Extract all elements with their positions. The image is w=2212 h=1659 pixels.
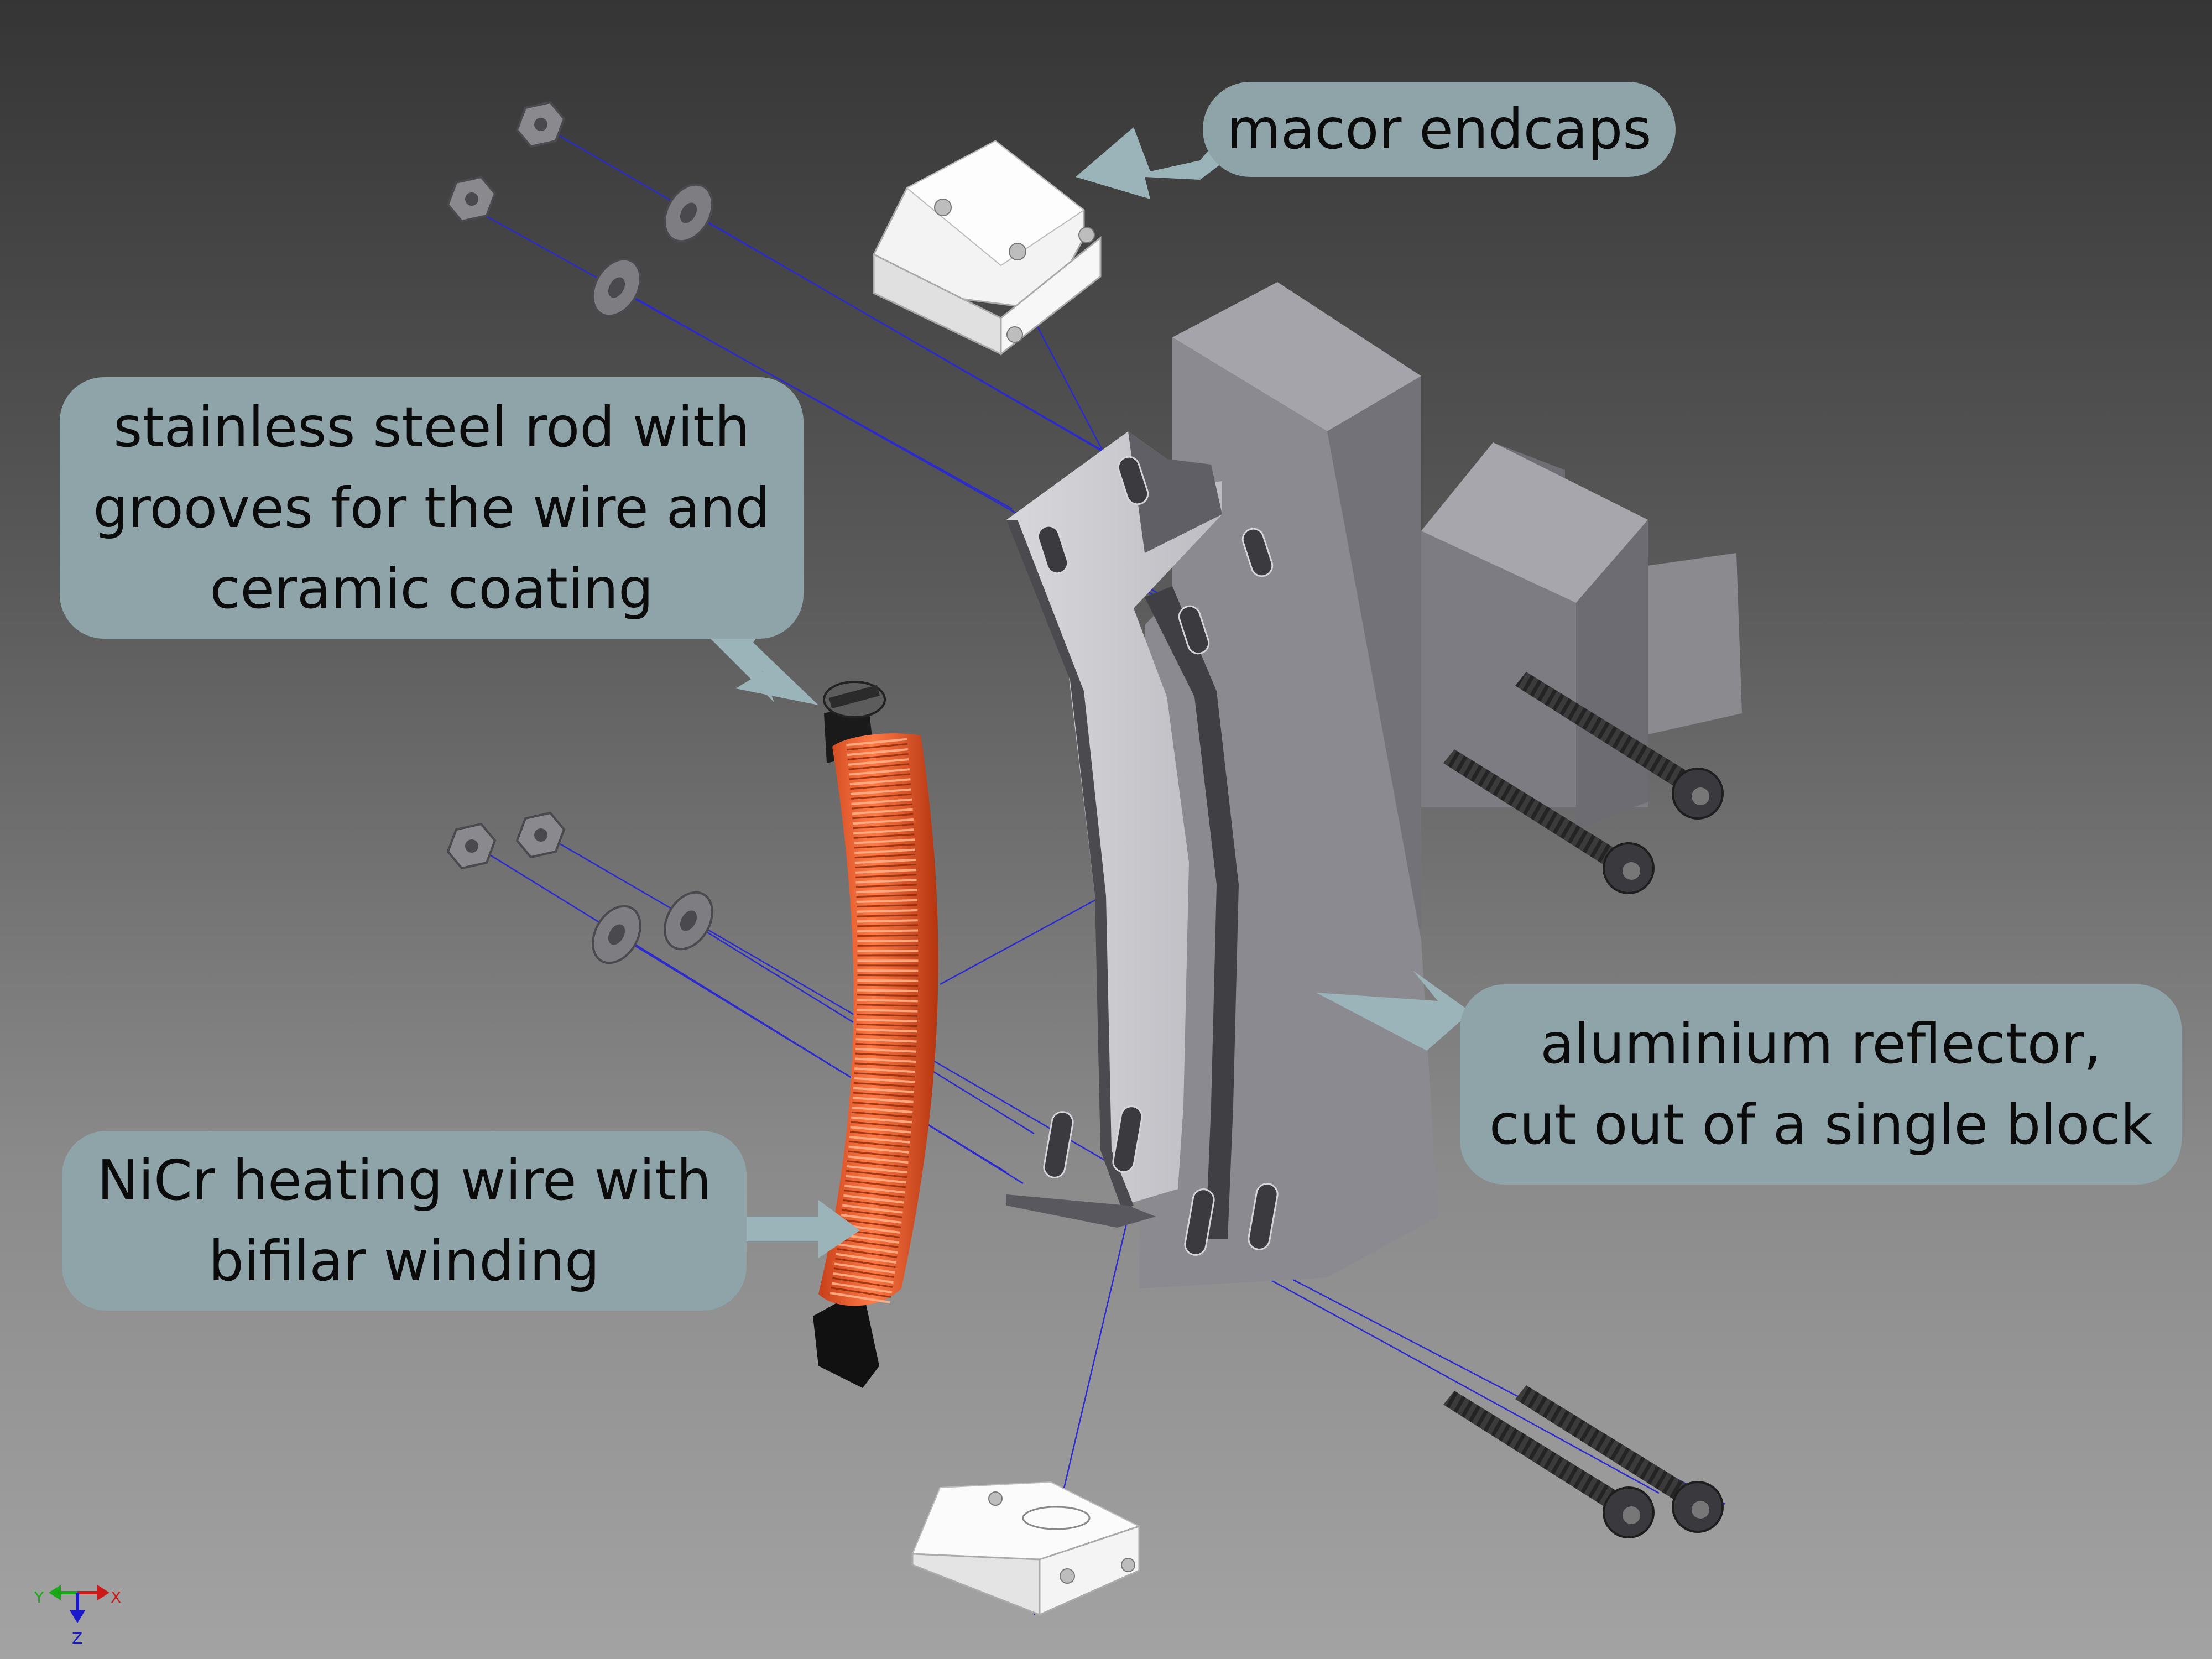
callout-reflector-line1: aluminium reflector,	[1540, 1011, 2101, 1076]
callout-macor-text: macor endcaps	[1227, 97, 1652, 161]
callout-aluminium-reflector: aluminium reflector, cut out of a single…	[1460, 984, 2182, 1185]
callout-arrows	[708, 127, 1471, 1258]
callout-reflector-line2: cut out of a single block	[1489, 1092, 2153, 1157]
callout-wire-line1: NiCr heating wire with	[97, 1147, 712, 1213]
callout-rod-text: stainless steel rod with grooves for the…	[93, 387, 770, 629]
callout-rod-line1: stainless steel rod with	[113, 394, 750, 460]
callout-macor-endcaps: macor endcaps	[1203, 82, 1676, 177]
macor-endcap-top	[873, 140, 1102, 356]
macor-endcap-bottom	[911, 1481, 1141, 1616]
callout-rod-line2: grooves for the wire and	[93, 475, 770, 540]
callout-wire-text: NiCr heating wire with bifilar winding	[97, 1140, 711, 1302]
axis-z-label: Z	[72, 1629, 82, 1647]
heating-rod	[813, 681, 938, 1388]
callout-stainless-rod: stainless steel rod with grooves for the…	[60, 377, 804, 639]
callout-reflector-text: aluminium reflector, cut out of a single…	[1489, 1004, 2152, 1165]
axis-x-label: X	[111, 1588, 121, 1606]
cap-screws	[1443, 672, 1724, 1538]
axis-triad: Y X Z	[34, 1585, 121, 1647]
callout-rod-line3: ceramic coating	[210, 556, 654, 621]
aluminium-reflector	[1006, 282, 1742, 1288]
callout-wire-line2: bifilar winding	[208, 1228, 600, 1293]
callout-nicr-wire: NiCr heating wire with bifilar winding	[62, 1131, 747, 1311]
reflector-slots	[1037, 456, 1279, 1256]
axis-y-label: Y	[34, 1588, 44, 1606]
